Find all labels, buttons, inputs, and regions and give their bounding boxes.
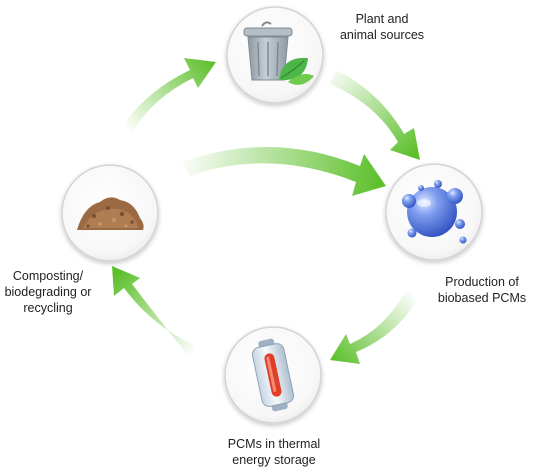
- label-line: energy storage: [232, 453, 316, 467]
- label-pcms-thermal-storage: PCMs in thermal energy storage: [214, 436, 334, 468]
- label-line: Production of: [445, 275, 519, 289]
- bubbles-icon: [402, 180, 467, 244]
- node-composting: [61, 164, 159, 262]
- label-line: biobased PCMs: [437, 291, 527, 305]
- arrow-production-to-storage: [330, 290, 420, 364]
- arrow-composting-to-plant: [122, 58, 216, 132]
- pcm-capsule-icon: [251, 338, 295, 412]
- arrow-center-to-production: [182, 146, 386, 196]
- node-production: [385, 163, 483, 261]
- label-production-biobased-pcms: Production of biobased PCMs: [432, 274, 532, 306]
- label-line: Plant and: [355, 12, 409, 26]
- label-line: biodegrading or: [4, 285, 92, 299]
- label-plant-animal-sources: Plant and animal sources: [330, 11, 434, 43]
- label-line: Composting/: [12, 269, 84, 283]
- trash-bin-with-leaf-icon: [243, 21, 314, 85]
- label-line: PCMs in thermal: [227, 437, 321, 451]
- label-line: recycling: [23, 301, 73, 315]
- node-storage: [224, 326, 322, 424]
- label-composting-recycling: Composting/ biodegrading or recycling: [2, 268, 94, 316]
- compost-pile-icon: [77, 197, 144, 230]
- label-line: animal sources: [339, 28, 425, 42]
- arrow-plant-to-production: [330, 70, 420, 160]
- arrow-storage-to-composting: [112, 266, 196, 358]
- node-plant-animal: [226, 6, 324, 104]
